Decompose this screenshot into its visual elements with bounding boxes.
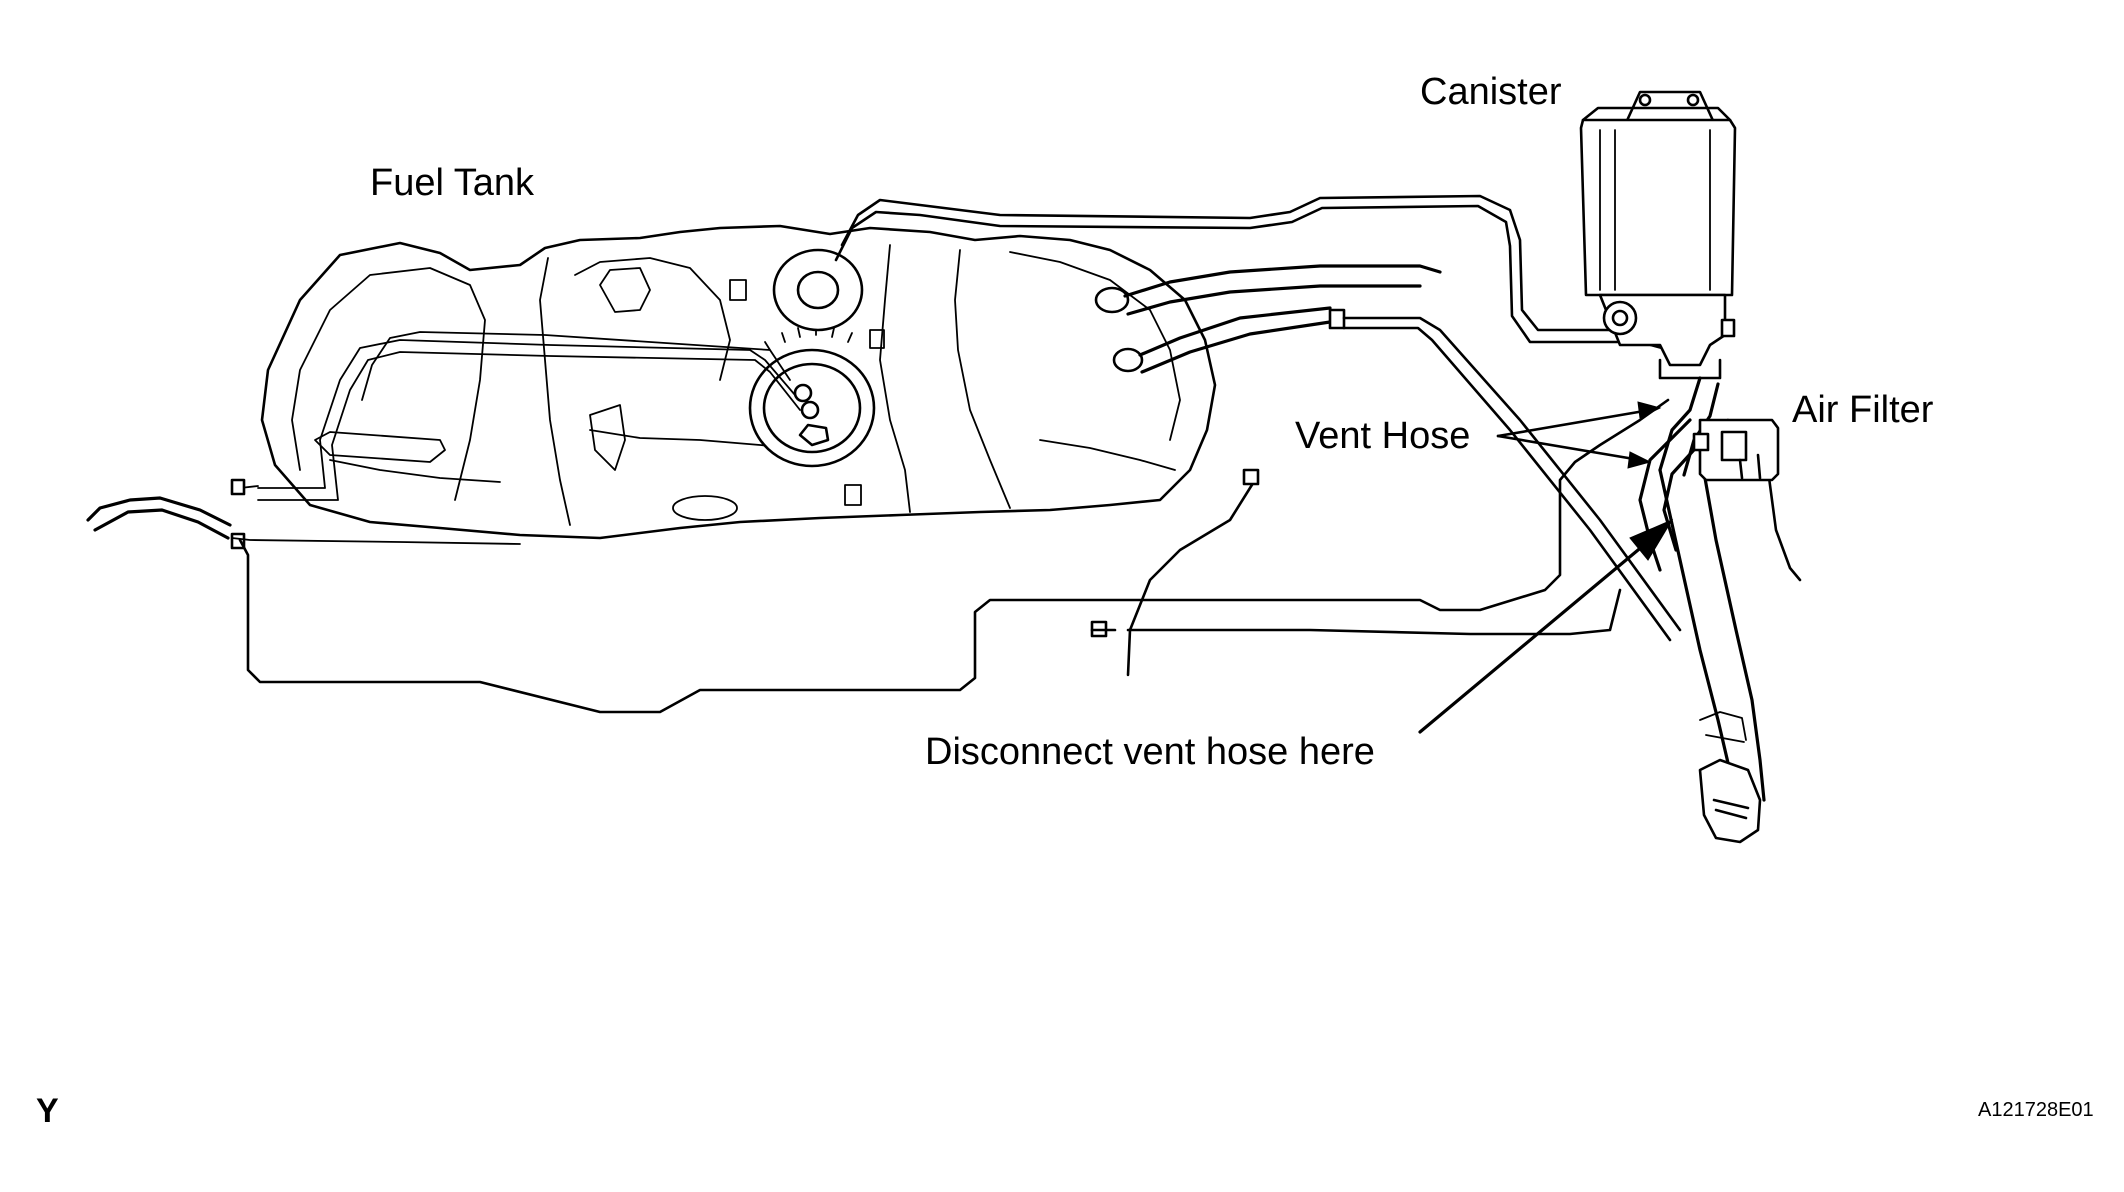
- fuel-tank-recess: [729, 279, 747, 301]
- filler-pipe-assembly: [1123, 264, 1802, 844]
- fuel-tank-recess: [314, 431, 446, 463]
- label-disconnect-instruction: Disconnect vent hose here: [925, 731, 1375, 773]
- arrowhead: [1629, 518, 1674, 561]
- fuel-return-line: [238, 398, 1670, 714]
- fuel-sender-unit: [772, 248, 864, 332]
- fuel-tank-contour: [1039, 439, 1176, 471]
- label-canister: Canister: [1420, 71, 1562, 113]
- corner-letter: Y: [36, 1092, 59, 1130]
- fuel-tank-contour: [879, 244, 911, 513]
- arrowhead: [1637, 401, 1662, 419]
- wire-harness: [1126, 478, 1257, 677]
- figure-code: A121728E01: [1978, 1099, 2094, 1121]
- label-fuel-tank: Fuel Tank: [370, 162, 535, 204]
- vent-hose-arrows: [1496, 401, 1662, 469]
- evap-line: [834, 194, 1664, 350]
- disconnect-arrow: [1418, 518, 1674, 734]
- label-air-filter: Air Filter: [1792, 389, 1934, 431]
- filler-hose-lower: [1138, 306, 1332, 357]
- fuel-tank-drain: [672, 495, 738, 521]
- fuel-lines: [86, 331, 1670, 714]
- fuel-tank-contour: [291, 267, 486, 501]
- label-vent-hose: Vent Hose: [1295, 415, 1470, 457]
- arrowhead: [1627, 451, 1652, 469]
- fuel-tank-outline: [260, 224, 1217, 540]
- fuel-feed-hose: [86, 496, 232, 527]
- fuel-tank-contour: [539, 257, 571, 526]
- fuel-tank-contour: [954, 249, 1011, 509]
- canister-body: [1579, 118, 1737, 297]
- fuel-tank-recess: [869, 329, 885, 349]
- fuel-tank-recess: [589, 404, 626, 471]
- filler-cap: [1698, 711, 1762, 844]
- fuel-tank: [260, 224, 1217, 540]
- filler-hose-upper: [1123, 264, 1442, 298]
- canister: [1579, 90, 1737, 380]
- fuel-tank-contour: [329, 459, 501, 483]
- fuel-tank-recess: [599, 267, 651, 313]
- air-filter: [1692, 418, 1780, 482]
- vent-hose-upper: [1658, 376, 1702, 472]
- fuel-tank-recess: [844, 484, 862, 506]
- fuel-tank-contour: [1009, 251, 1181, 441]
- fuel-tank-ports: [1094, 286, 1144, 373]
- fuel-tank-contour: [574, 257, 731, 381]
